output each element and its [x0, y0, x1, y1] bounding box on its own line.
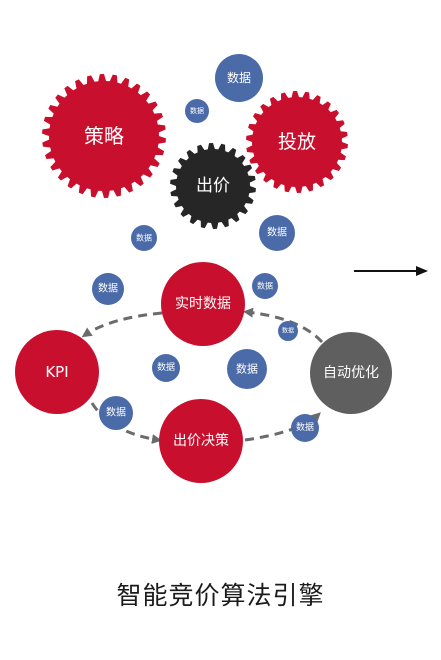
bidding-gear-label: 出价 — [196, 176, 230, 196]
svg-text:数据: 数据 — [190, 106, 204, 115]
svg-text:数据: 数据 — [98, 282, 118, 295]
bid-decision-node: 出价决策 — [159, 399, 243, 483]
arrow-realtime-to-kpi — [81, 311, 163, 338]
svg-text:数据: 数据 — [282, 327, 294, 335]
data-bubble: 数据 — [152, 354, 180, 382]
data-bubble: 数据 — [278, 321, 298, 341]
auto-optimize-label: 自动优化 — [323, 365, 379, 381]
svg-text:数据: 数据 — [296, 421, 314, 433]
data-bubble: 数据 — [99, 396, 133, 430]
kpi-node: KPI — [15, 330, 99, 414]
svg-text:数据: 数据 — [157, 361, 175, 373]
data-bubble: 数据 — [92, 273, 124, 305]
realtime-data-node: 实时数据 — [161, 262, 245, 346]
bidding-gear-shape — [170, 143, 256, 229]
placement-gear: 投放 — [246, 91, 348, 193]
arrow-decision-to-auto — [244, 412, 321, 442]
realtime-data-label: 实时数据 — [175, 296, 231, 312]
data-bubble: 数据 — [259, 215, 295, 251]
bidding-gear: 出价 — [170, 143, 256, 229]
placement-gear-shape — [246, 91, 348, 193]
svg-text:数据: 数据 — [257, 281, 273, 291]
strategy-gear-label: 策略 — [84, 124, 124, 148]
kpi-label: KPI — [45, 363, 68, 381]
diagram-caption: 智能竞价算法引擎 — [116, 581, 325, 610]
svg-text:数据: 数据 — [227, 70, 251, 85]
data-bubble: 数据 — [291, 414, 319, 442]
svg-text:数据: 数据 — [267, 226, 287, 239]
svg-text:数据: 数据 — [136, 233, 152, 243]
bid-decision-label: 出价决策 — [173, 432, 229, 449]
data-bubble: 数据 — [227, 349, 267, 389]
strategy-gear: 策略 — [42, 74, 166, 198]
data-bubble: 数据 — [131, 225, 157, 251]
data-bubble: 数据 — [215, 54, 263, 102]
svg-text:数据: 数据 — [106, 406, 126, 419]
svg-text:数据: 数据 — [236, 362, 258, 376]
auto-optimize-node: 自动优化 — [310, 332, 392, 414]
placement-gear-label: 投放 — [278, 131, 316, 153]
strategy-gear-shape — [42, 74, 166, 198]
data-bubble: 数据 — [252, 273, 278, 299]
data-bubble: 数据 — [185, 99, 209, 123]
